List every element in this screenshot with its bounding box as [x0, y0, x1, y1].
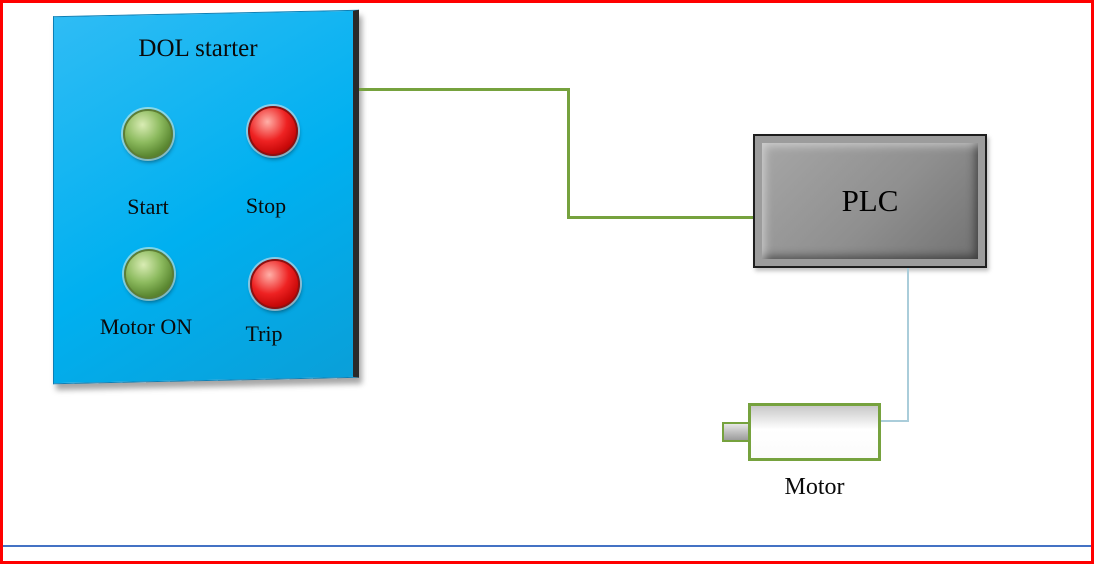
wire-panel-to-plc-vertical	[567, 88, 570, 219]
wire-plc-to-motor-horizontal	[880, 420, 909, 422]
stop-button-label: Stop	[245, 193, 287, 218]
start-button-label: Start	[127, 194, 169, 219]
motor-on-button-label: Motor ON	[99, 314, 193, 339]
motor-shape	[748, 403, 881, 461]
wire-panel-to-plc-horizontal-1	[359, 88, 570, 91]
motor-shaft	[722, 422, 751, 442]
panel-title: DOL starter	[138, 35, 258, 62]
bottom-accent-line	[3, 545, 1091, 547]
dol-starter-panel: DOL starter Start Stop Motor ON Trip	[53, 9, 359, 385]
motor-label: Motor	[784, 474, 845, 500]
start-button[interactable]	[123, 109, 173, 159]
motor-on-button[interactable]	[124, 249, 174, 299]
trip-button[interactable]	[250, 259, 300, 309]
plc-box: PLC	[753, 134, 987, 268]
wire-panel-to-plc-horizontal-2	[567, 216, 755, 219]
wire-plc-to-motor-vertical	[907, 268, 909, 421]
plc-label: PLC	[841, 183, 899, 218]
trip-button-label: Trip	[245, 321, 283, 346]
stop-button[interactable]	[248, 106, 298, 156]
